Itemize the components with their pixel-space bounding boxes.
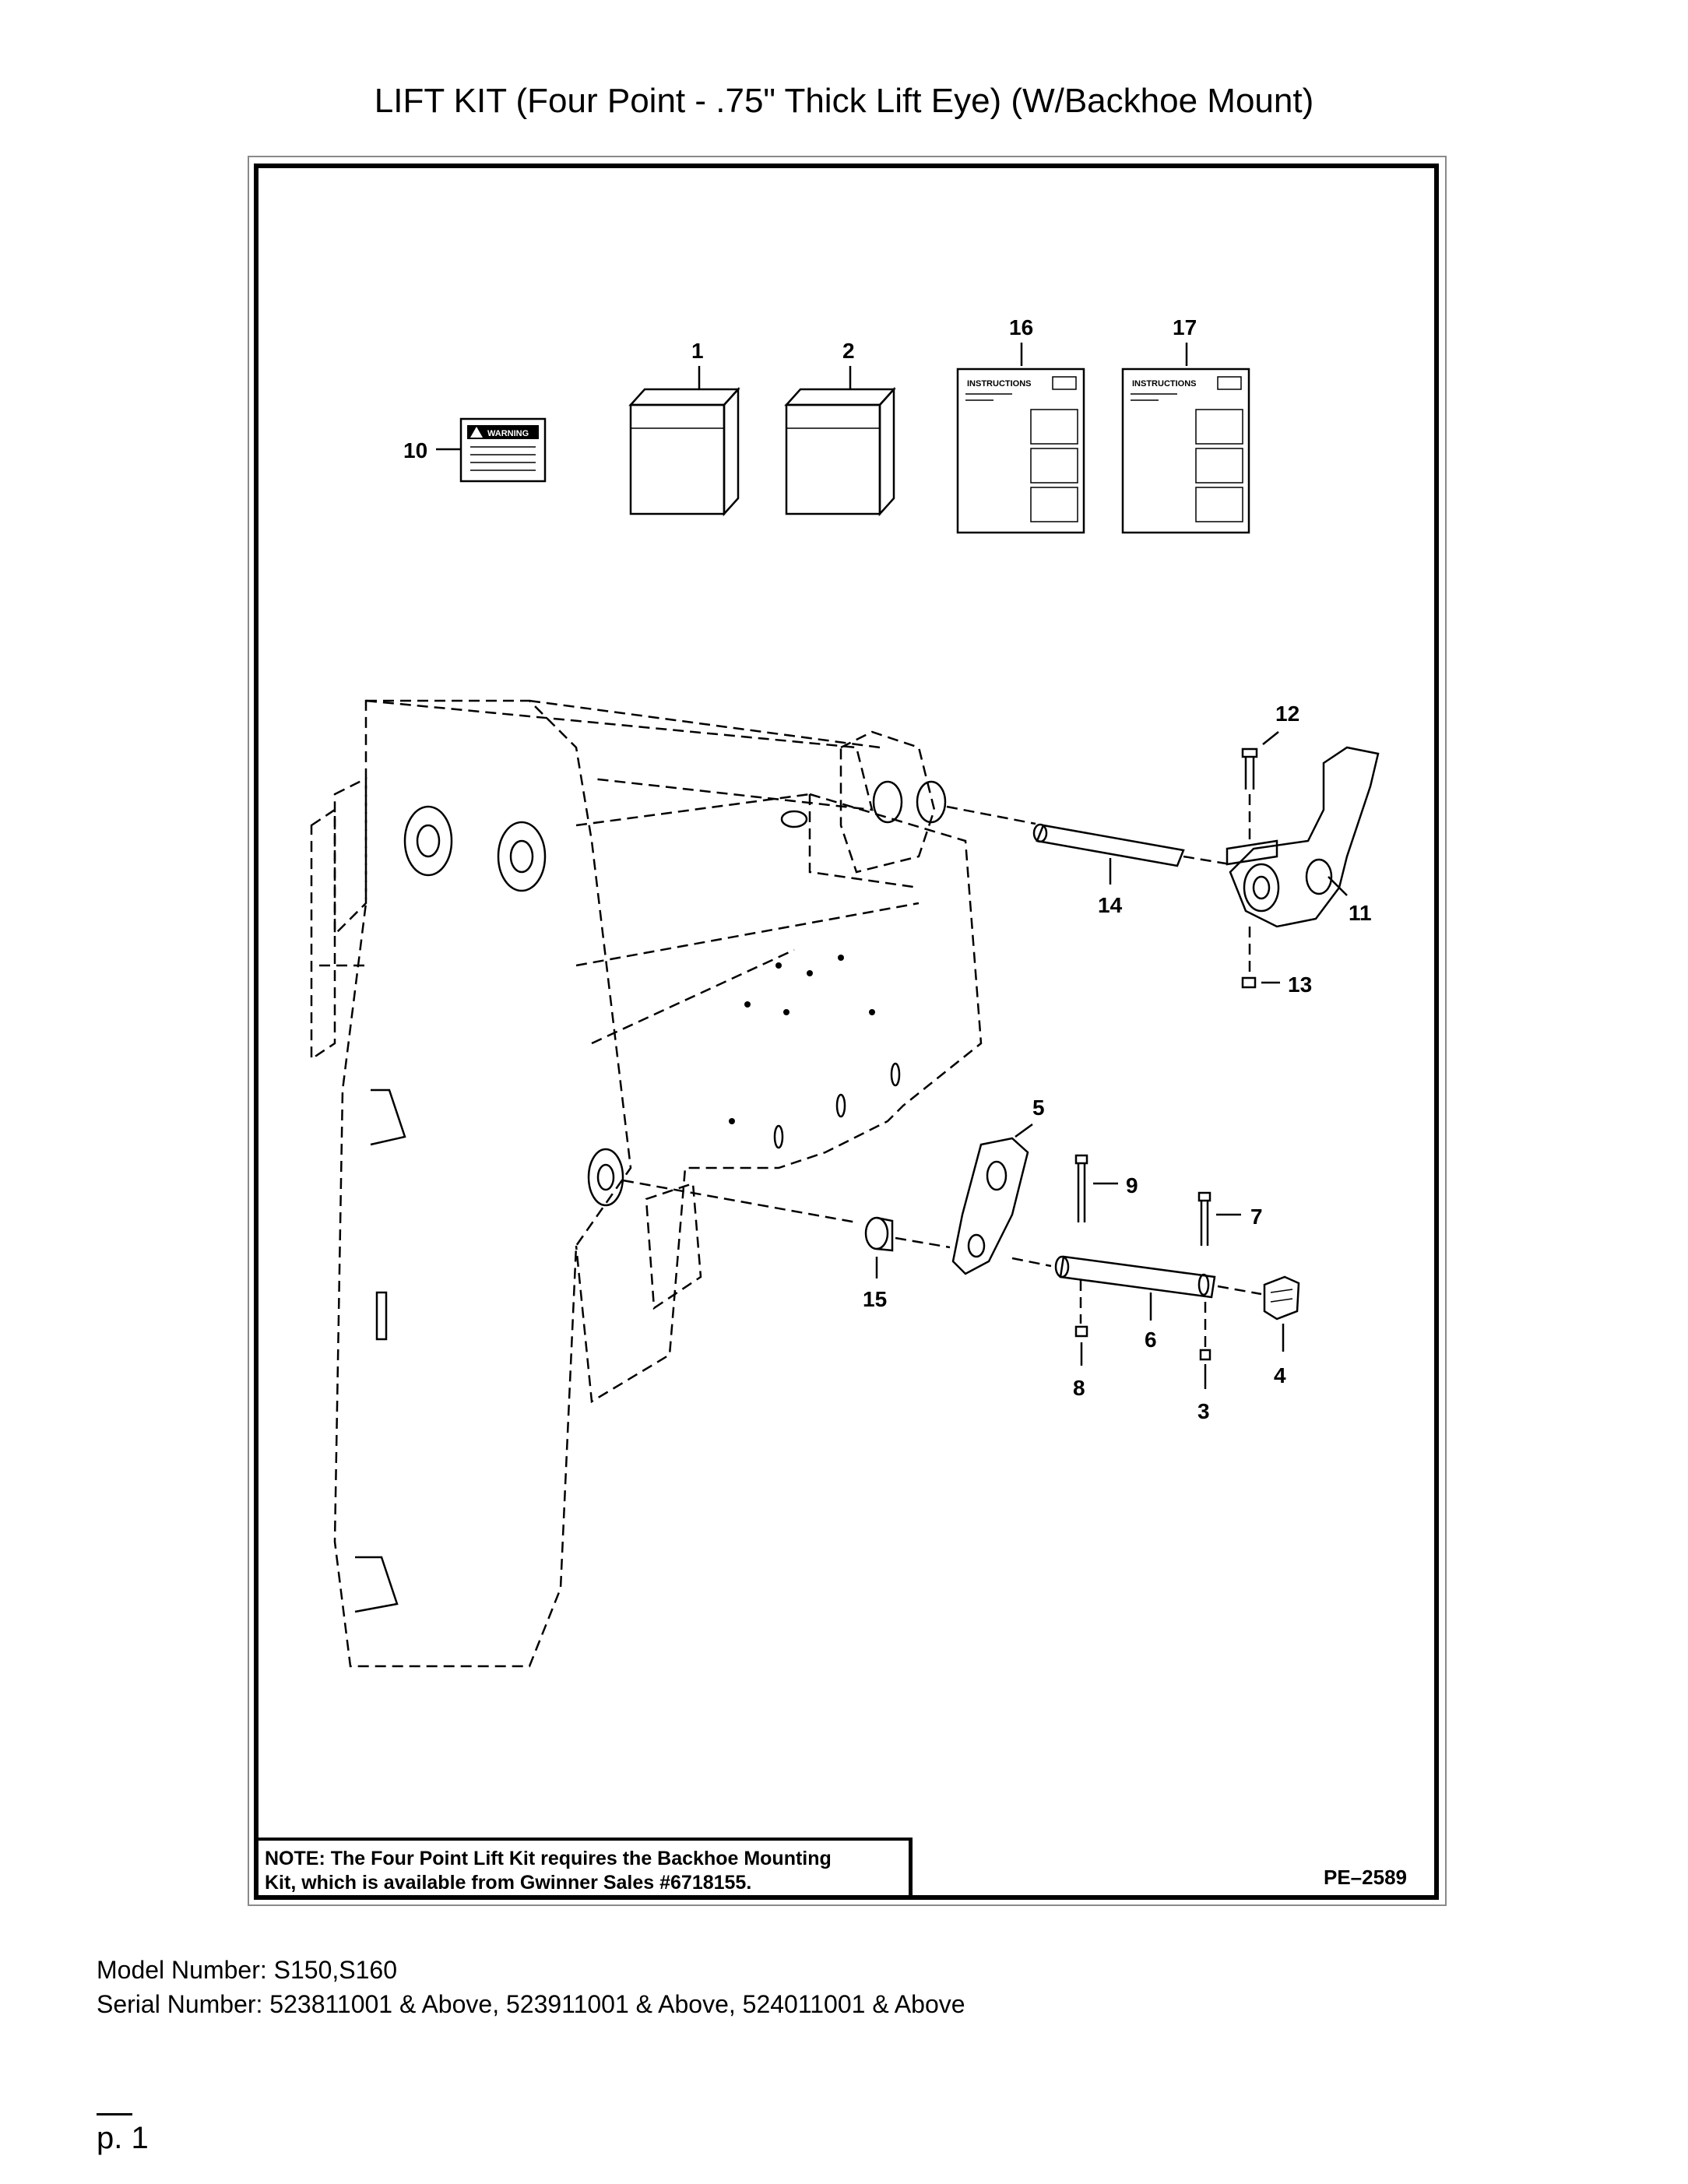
callout-3: 3 (1197, 1399, 1210, 1423)
loader-frame-phantom (310, 699, 983, 1668)
instruction-manual-16: INSTRUCTIONS (956, 368, 1085, 534)
callout-6: 6 (1145, 1328, 1157, 1352)
callout-1: 1 (691, 339, 704, 363)
note-line-1: NOTE: The Four Point Lift Kit requires t… (265, 1847, 902, 1871)
note-text-2: Kit, which is available from Gwinner Sal… (265, 1872, 752, 1894)
page-number-rule (97, 2113, 132, 2115)
bolt-12 (1241, 747, 1258, 790)
callout-14: 14 (1098, 893, 1123, 917)
pivot-pin-14 (1032, 823, 1185, 867)
serial-number: Serial Number: 523811001 & Above, 523911… (97, 1990, 965, 2018)
nut-3 (1199, 1349, 1211, 1361)
callout-7: 7 (1250, 1205, 1263, 1229)
page-title: LIFT KIT (Four Point - .75" Thick Lift E… (374, 82, 1314, 120)
bolt-7 (1197, 1191, 1211, 1246)
diagram-outer-frame (248, 156, 1447, 1906)
diagram-frame (254, 164, 1439, 1900)
warning-label: WARNING (487, 429, 529, 438)
callout-15: 15 (863, 1287, 887, 1311)
spacer-15 (864, 1216, 894, 1252)
nut-8 (1074, 1325, 1088, 1338)
callout-9: 9 (1126, 1173, 1138, 1198)
note-label: NOTE: (265, 1848, 325, 1869)
lift-eye-bracket-11 (1226, 746, 1380, 928)
parts-box-1 (628, 386, 740, 517)
note-text-1: The Four Point Lift Kit requires the Bac… (330, 1848, 832, 1869)
parts-box-2 (784, 386, 896, 517)
callout-13: 13 (1288, 972, 1312, 997)
retainer-4 (1263, 1275, 1300, 1321)
callout-16: 16 (1009, 315, 1033, 339)
instructions-label-16: INSTRUCTIONS (967, 379, 1032, 389)
page-number: p. 1 (97, 2121, 149, 2155)
note-box: NOTE: The Four Point Lift Kit requires t… (258, 1838, 913, 1895)
lift-eye-plate-5 (951, 1137, 1029, 1275)
nut-13 (1241, 976, 1257, 989)
instruction-manual-17: INSTRUCTIONS (1121, 368, 1250, 534)
callout-10: 10 (403, 438, 427, 462)
drawing-reference-code: PE–2589 (1324, 1866, 1407, 1889)
callout-12: 12 (1275, 702, 1299, 726)
model-number: Model Number: S150,S160 (97, 1956, 397, 1984)
callout-8: 8 (1073, 1376, 1085, 1400)
warning-decal: WARNING (459, 417, 547, 483)
callout-11: 11 (1349, 901, 1372, 925)
bolt-9 (1074, 1154, 1088, 1222)
callout-5: 5 (1032, 1096, 1045, 1120)
callout-17: 17 (1173, 315, 1197, 339)
callout-2: 2 (842, 339, 855, 363)
instructions-label-17: INSTRUCTIONS (1132, 379, 1197, 389)
pivot-pin-6 (1054, 1255, 1216, 1299)
callout-4: 4 (1274, 1363, 1286, 1387)
